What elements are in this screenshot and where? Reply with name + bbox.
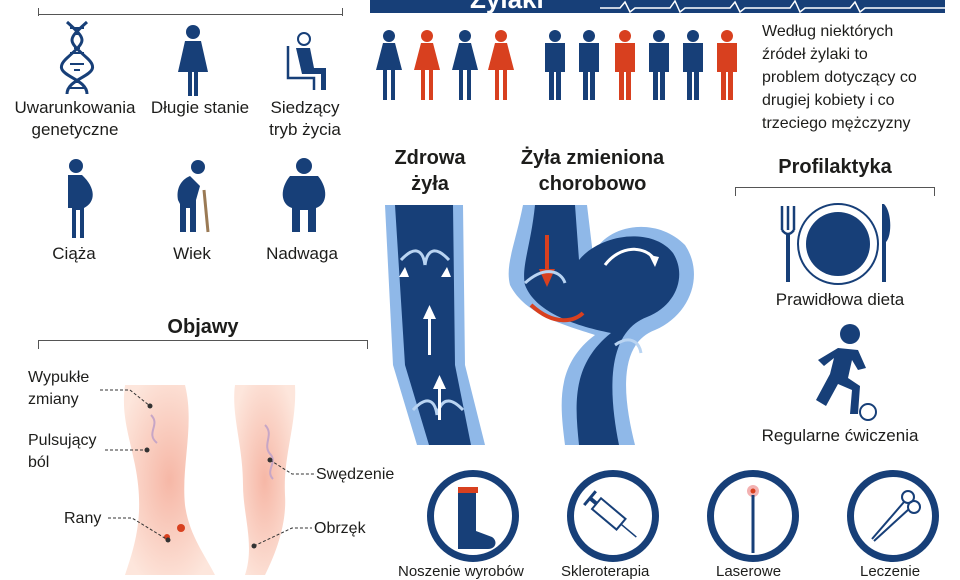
men-icons-row	[545, 30, 737, 100]
cause-genetic-label: Uwarunkowania genetyczne	[14, 98, 136, 139]
swelling-pointer	[251, 527, 312, 549]
healthy-vein-illustration	[385, 205, 485, 445]
bulges-pointer	[100, 389, 153, 409]
running-person-icon	[816, 324, 877, 421]
pulse-line	[600, 0, 945, 13]
treatment-laser-circle	[707, 470, 799, 562]
treatment-surgery-label: Leczenie	[860, 563, 921, 580]
diseased-vein-title: Żyła zmieniona chorobowo	[520, 147, 665, 195]
overweight-person-icon	[282, 158, 326, 232]
cause-overweight-label: Nadwaga	[266, 244, 338, 263]
symptom-bulges-label: Wypukłe zmiany	[28, 369, 90, 408]
healthy-vein-title: Zdrowa żyła	[394, 147, 466, 195]
symptom-swelling-label: Obrzęk	[314, 520, 366, 537]
prevention-bracket	[735, 187, 935, 196]
laser-icon	[747, 485, 759, 553]
cause-pregnancy-label: Ciąża	[52, 244, 96, 263]
treatment-stocking-circle	[427, 470, 519, 562]
pain-pointer	[105, 447, 150, 453]
cause-sedentary-label: Siedzący tryb życia	[269, 98, 341, 139]
treatment-syringe-label: Skleroterapia	[561, 563, 650, 580]
treatment-syringe-circle	[567, 470, 659, 562]
symptoms-bracket	[38, 340, 368, 349]
symptom-wounds-label: Rany	[64, 510, 102, 527]
cause-age-label: Wiek	[173, 244, 211, 263]
causes-bracket	[38, 8, 343, 16]
surgical-scissors-icon	[871, 490, 921, 542]
women-icons-row	[376, 30, 514, 100]
treatment-stocking-label: Noszenie wyrobów	[398, 563, 524, 580]
dna-icon	[59, 20, 95, 95]
plate-cutlery-icon	[780, 203, 891, 285]
standing-woman-icon	[178, 25, 208, 96]
elderly-person-icon	[177, 160, 210, 233]
itching-pointer	[267, 457, 316, 475]
prevention-exercise-label: Regularne ćwiczenia	[761, 426, 919, 445]
wounds-pointer	[108, 517, 171, 543]
cause-standing-label: Długie stanie	[150, 98, 250, 117]
syringe-icon	[583, 490, 637, 538]
symptom-itching-label: Swędzenie	[316, 466, 395, 483]
header-title-bar: Żylaki	[370, 0, 945, 13]
statistic-text: Według niektórych źródeł żylaki to probl…	[762, 23, 917, 132]
sitting-person-icon	[286, 32, 326, 90]
header-title: Żylaki	[470, 0, 544, 13]
prevention-title: Profilaktyka	[778, 156, 892, 178]
compression-stocking-icon	[458, 487, 496, 549]
symptom-pain-label: Pulsujący ból	[28, 432, 97, 471]
prevention-diet-label: Prawidłowa dieta	[775, 290, 905, 309]
treatment-surgery-circle	[847, 470, 939, 562]
pregnant-woman-icon	[68, 159, 93, 238]
diseased-vein-illustration	[508, 205, 694, 445]
treatment-laser-label: Laserowe	[716, 563, 782, 580]
symptoms-title: Objawy	[167, 316, 239, 338]
